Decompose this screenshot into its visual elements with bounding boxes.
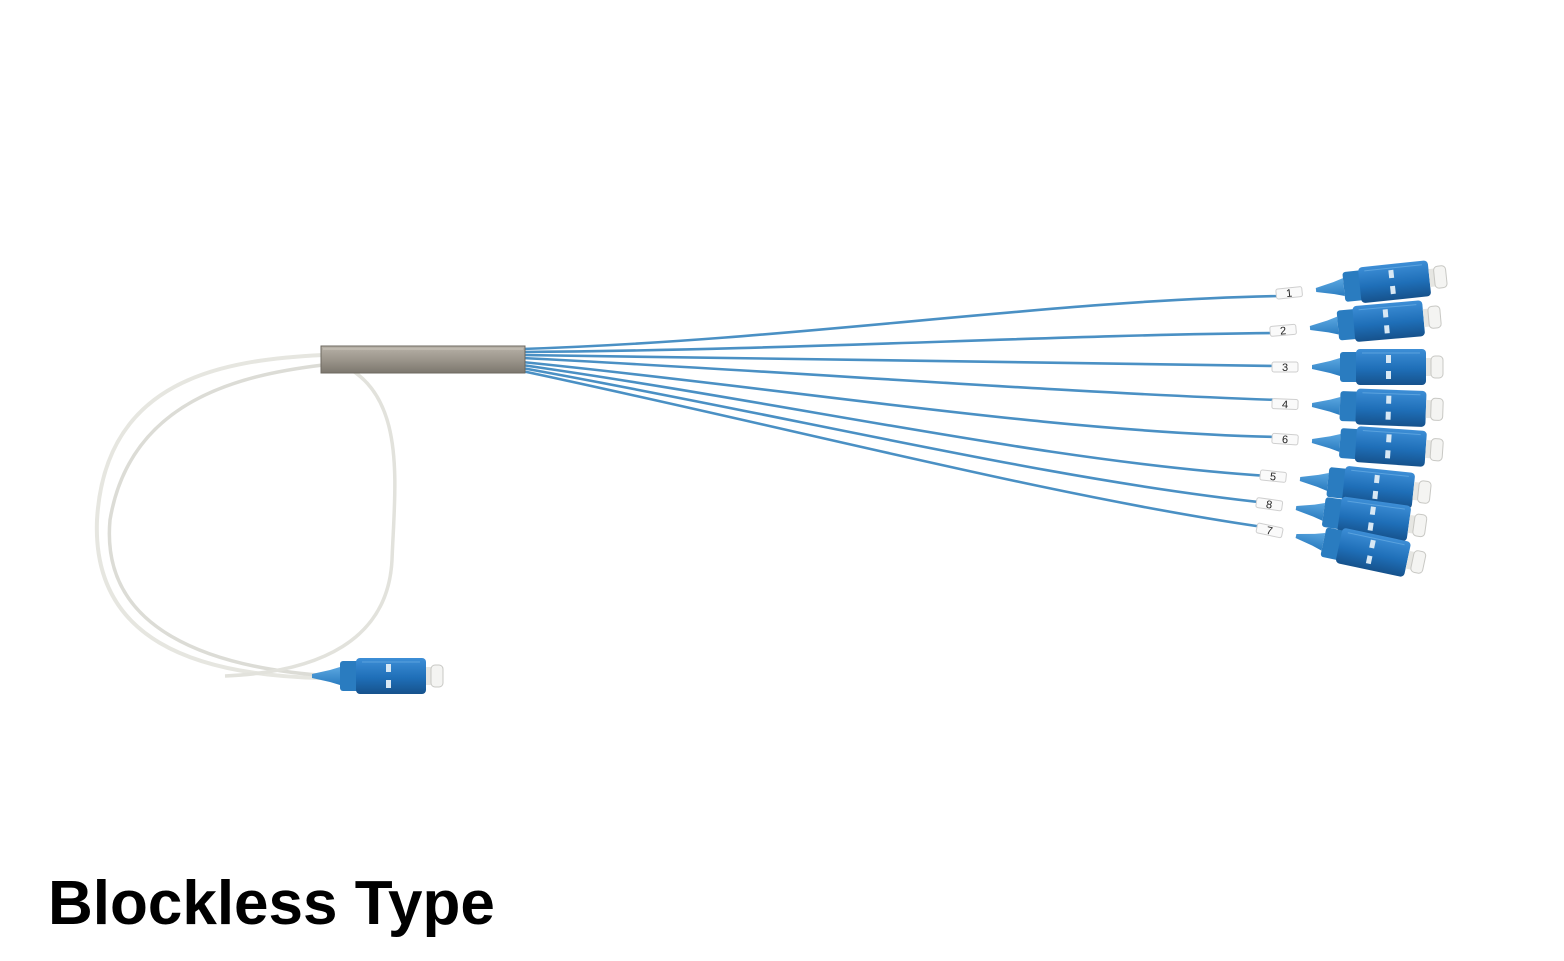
sc-connector-icon — [1313, 257, 1449, 309]
port-label: 4 — [1282, 399, 1289, 411]
output-sc-connector-icon: 6 — [1271, 422, 1445, 469]
port-label: 7 — [1265, 525, 1273, 538]
port-label: 8 — [1265, 499, 1273, 512]
output-sc-connector-icon: 1 — [1275, 257, 1449, 309]
output-sc-connector-icon: 8 — [1255, 489, 1429, 545]
port-label: 3 — [1282, 362, 1288, 374]
plc-splitter-body — [320, 345, 526, 374]
sc-connector-icon — [1311, 348, 1444, 386]
sc-connector-icon — [1310, 386, 1445, 429]
port-label: 2 — [1280, 325, 1287, 337]
sc-connector-icon — [1307, 298, 1443, 347]
port-label: 1 — [1286, 288, 1293, 301]
output-sc-connector-icon: 2 — [1269, 298, 1443, 347]
output-sc-connector-icon: 4 — [1271, 386, 1445, 429]
sc-connector-icon — [1310, 422, 1445, 469]
port-label: 5 — [1269, 471, 1276, 484]
input-fiber-loop — [94, 353, 397, 680]
output-sc-connector-icon: 7 — [1255, 517, 1429, 582]
port-label: 6 — [1282, 434, 1289, 446]
output-fibers — [521, 294, 1281, 529]
input-sc-connector-icon — [311, 657, 444, 695]
output-sc-connector-icon: 5 — [1259, 460, 1433, 512]
output-connectors: 1 2 3 4 6 5 8 7 — [1255, 257, 1449, 582]
caption-title: Blockless Type — [48, 869, 495, 938]
output-sc-connector-icon: 3 — [1271, 348, 1444, 386]
